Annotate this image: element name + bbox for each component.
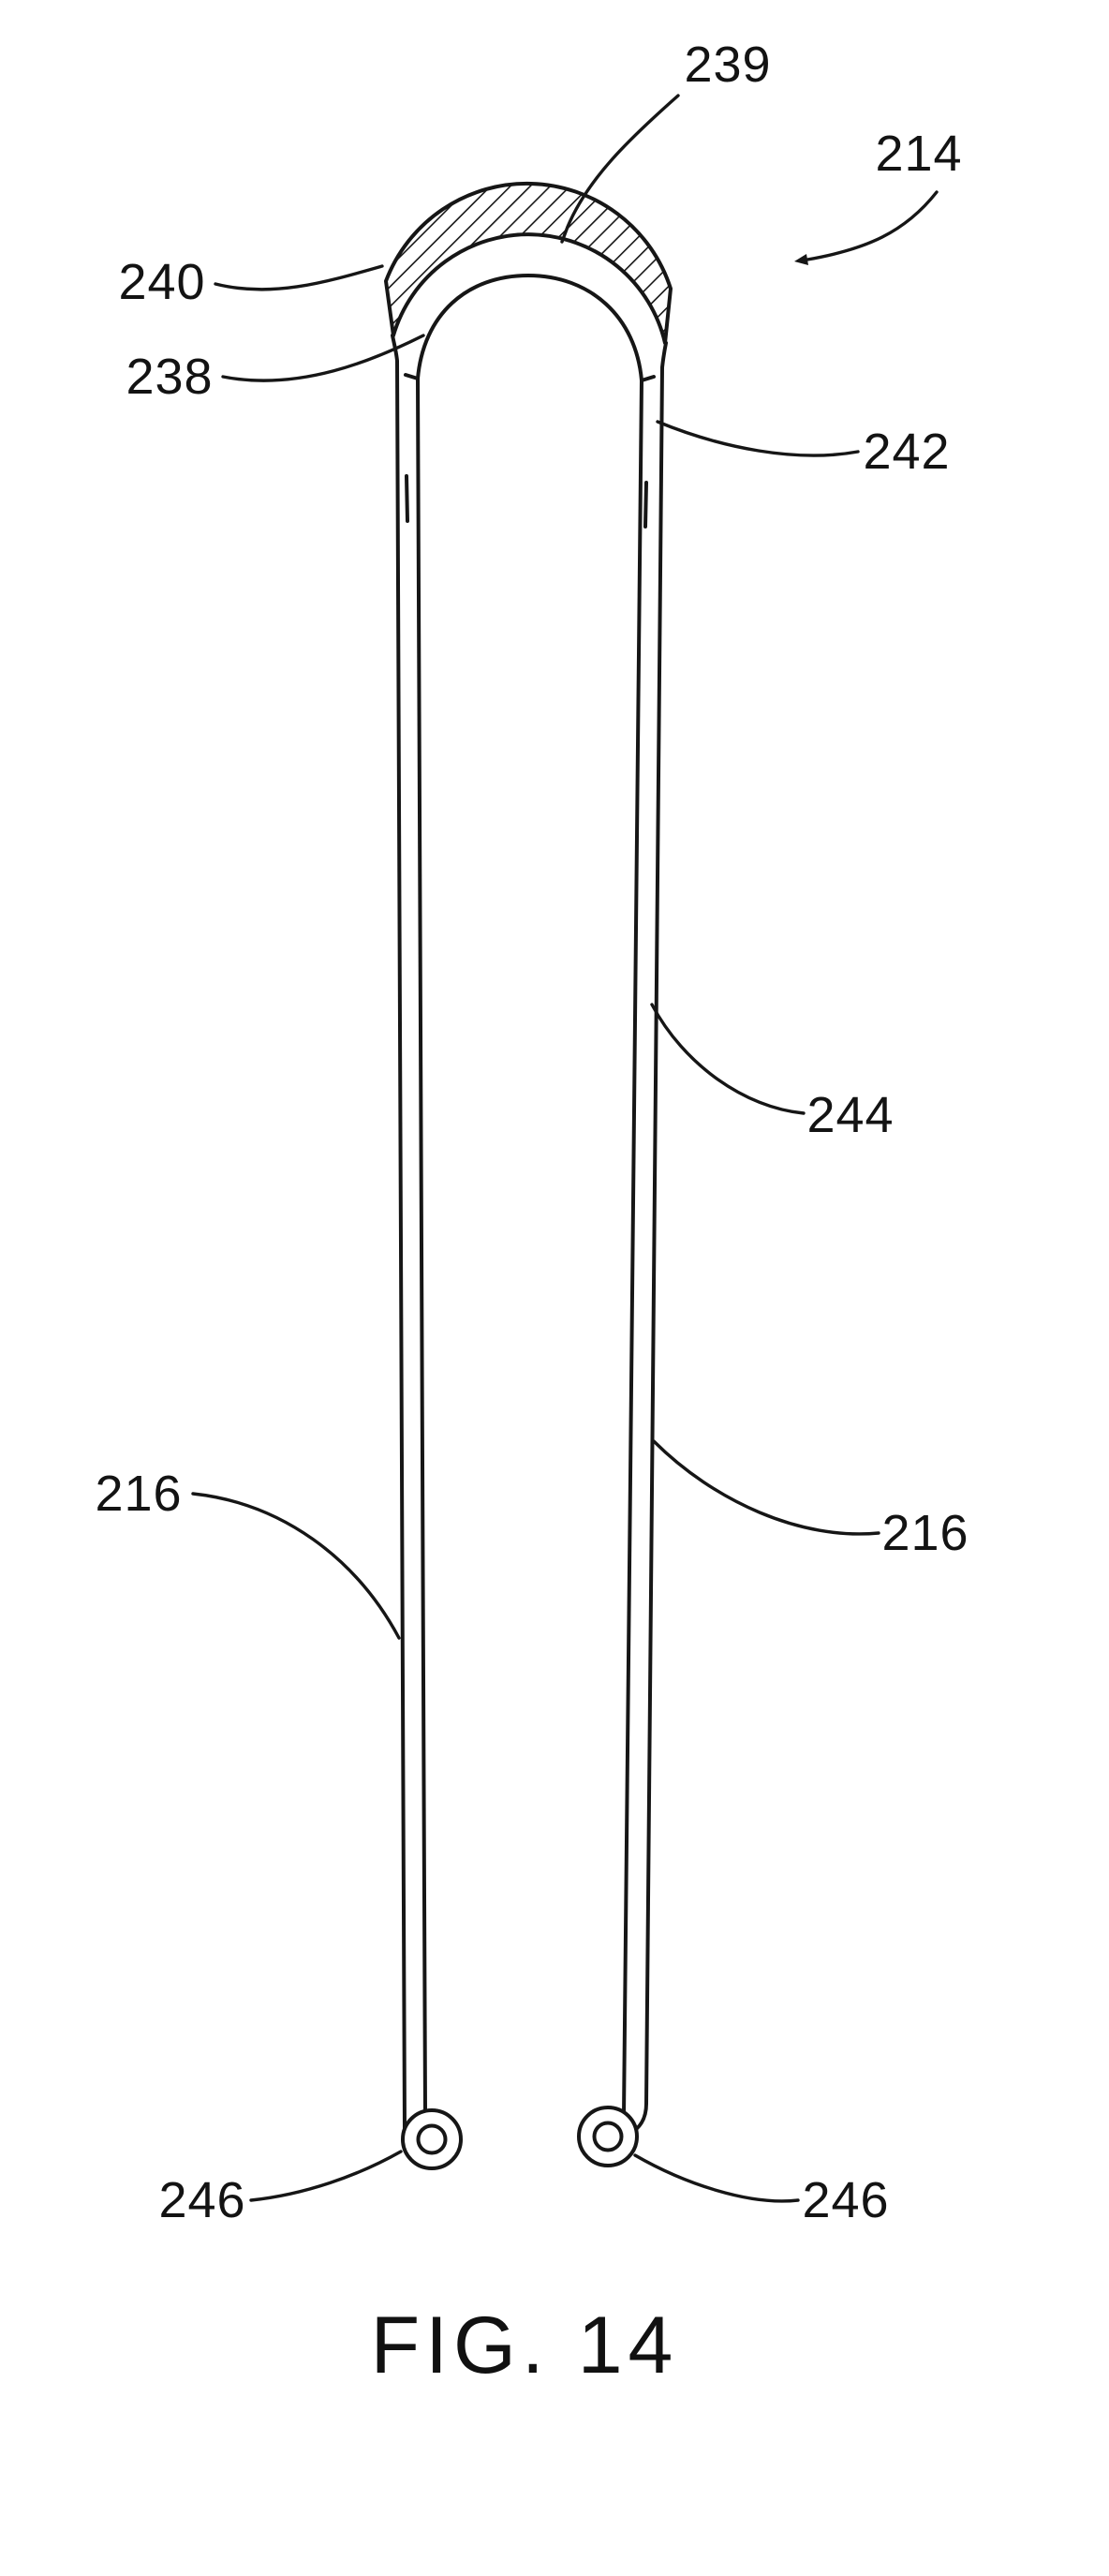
ref-label-244: 244 <box>806 1087 894 1143</box>
leader-line-214 <box>806 190 939 261</box>
right-leg-outer-edge <box>628 341 668 2136</box>
ref-label-240: 240 <box>118 254 205 310</box>
leader-line-242 <box>656 420 860 457</box>
leader-line-216-left <box>191 1492 401 1640</box>
left-leg-outer-edge <box>391 334 407 2131</box>
ref-label-216-right: 216 <box>881 1505 969 1561</box>
dome-shoulder-right <box>640 375 656 382</box>
leader-line-246-left <box>249 2150 403 2202</box>
leader-line-246-right <box>633 2153 800 2203</box>
leader-line-240 <box>214 264 384 291</box>
left-leg-inner-edge <box>416 377 427 2114</box>
ref-label-239: 239 <box>684 37 771 93</box>
right-leg-inner-edge <box>622 379 643 2118</box>
ref-label-216-left: 216 <box>95 1466 182 1522</box>
leader-line-239 <box>560 94 680 244</box>
ref-label-246-left: 246 <box>158 2172 245 2228</box>
right-foot-eyelet-hole <box>592 2121 624 2152</box>
arrowhead-214 <box>794 254 808 265</box>
ref-label-242: 242 <box>863 424 950 480</box>
dome-shoulder-left <box>404 373 420 380</box>
leader-line-244 <box>650 1003 806 1115</box>
ref-label-238: 238 <box>126 349 213 405</box>
leader-line-216-right <box>652 1439 880 1536</box>
left-foot-eyelet-hole <box>416 2123 448 2155</box>
leader-line-238 <box>221 334 425 382</box>
ref-label-246-right: 246 <box>802 2172 889 2228</box>
end-cap-hatched <box>384 181 673 345</box>
figure-caption: FIG. 14 <box>371 2301 679 2390</box>
ref-label-214: 214 <box>875 126 962 182</box>
right-sleeve-end-line <box>643 481 648 529</box>
inner-dome-outline <box>416 274 643 382</box>
